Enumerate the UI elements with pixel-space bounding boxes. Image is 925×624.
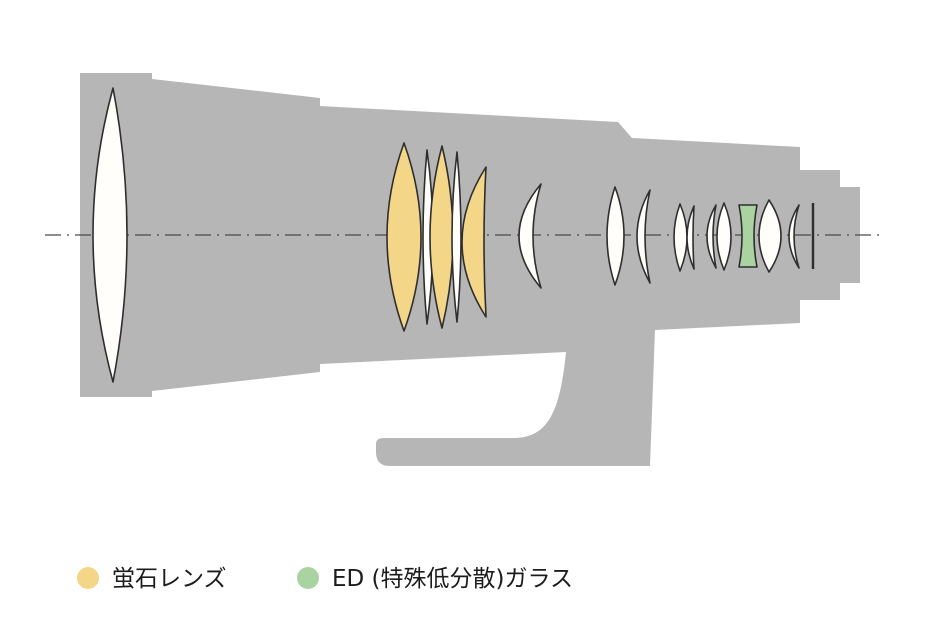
glass-element-d bbox=[686, 205, 695, 270]
fluorite-element-2 bbox=[429, 145, 454, 329]
ed-legend-label: ED (特殊低分散)ガラス bbox=[332, 566, 573, 592]
glass-element-e bbox=[706, 204, 717, 269]
ed-glass-element bbox=[738, 204, 758, 268]
legend: 蛍石レンズ ED (特殊低分散)ガラス bbox=[77, 566, 573, 592]
fluorite-legend-swatch-icon bbox=[77, 567, 99, 589]
front-lens-element bbox=[92, 87, 128, 383]
fluorite-element-1 bbox=[386, 142, 422, 332]
glass-element-a bbox=[606, 186, 625, 286]
ed-legend-swatch-icon bbox=[297, 567, 319, 589]
fluorite-legend-label: 蛍石レンズ bbox=[112, 566, 227, 592]
glass-element-c bbox=[673, 203, 688, 272]
fluorite-element-3 bbox=[461, 166, 487, 318]
glass-element-h bbox=[788, 204, 800, 269]
meniscus-element bbox=[518, 183, 542, 289]
glass-element-sliver-2 bbox=[451, 151, 462, 323]
glass-element-f bbox=[716, 202, 732, 271]
glass-element-b bbox=[636, 189, 651, 284]
glass-element-g bbox=[758, 199, 782, 273]
